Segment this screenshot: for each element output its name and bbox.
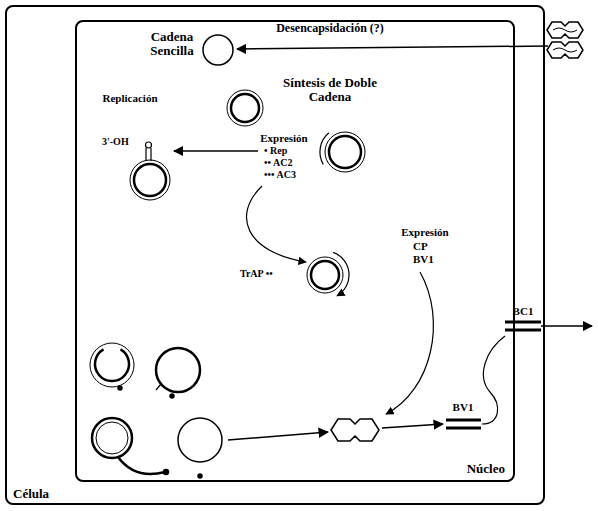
region-name: Célula <box>13 487 49 501</box>
dsdna-circle <box>307 257 343 293</box>
bc1-protein <box>505 321 541 324</box>
dsdna-circle <box>329 136 361 168</box>
terminus-label: 3'-OH <box>102 136 129 147</box>
intermediate-circle <box>90 343 134 387</box>
strand-end <box>198 474 202 478</box>
transcript-arc <box>320 133 329 165</box>
dna-label: Cadena Sencilla <box>136 30 208 59</box>
dsdna-circle <box>227 90 263 126</box>
bc1-protein <box>505 329 541 332</box>
step-label: Replicación <box>103 92 158 104</box>
protein-label: BC1 <box>513 305 534 317</box>
virion <box>547 42 583 58</box>
step-label: Expresión <box>401 226 448 238</box>
dsdna-circle <box>325 132 365 172</box>
expression-arrow <box>174 150 258 152</box>
virion <box>331 419 379 441</box>
region-name: Núcleo <box>467 462 505 476</box>
encapsidation-arrow <box>228 432 328 440</box>
intermediate-strand <box>95 349 129 381</box>
strand-end <box>170 394 174 398</box>
transcription-arc <box>333 252 349 295</box>
movement-path <box>482 336 505 424</box>
step-label: Síntesis de Doble Cadena <box>268 76 392 105</box>
step-label: Expresión <box>260 132 307 144</box>
protein-label: BV1 <box>453 401 474 413</box>
gene-label: • Rep <box>264 145 287 156</box>
gene-label: ••• AC3 <box>264 169 296 180</box>
hairpin <box>146 148 151 161</box>
bv1-protein <box>446 419 481 422</box>
rolling-circle <box>134 164 166 196</box>
bv1-protein <box>446 427 481 430</box>
strand-end <box>164 470 169 475</box>
intermediate-circle <box>156 348 200 392</box>
expression-curve-arrow <box>386 272 433 414</box>
protein-label: TrAP •• <box>240 268 273 279</box>
virion <box>547 22 583 38</box>
gene-label: BV1 <box>413 253 434 265</box>
expression-curve-arrow <box>247 186 306 262</box>
hairpin-loop <box>146 142 152 148</box>
gene-label: CP <box>413 240 428 252</box>
intermediate-tail <box>118 457 165 474</box>
virion-dna <box>553 28 577 32</box>
intermediate-strand <box>156 384 161 390</box>
dsdna-circle <box>231 94 259 122</box>
uncoating-arrow <box>237 46 548 49</box>
ssdna-circle <box>178 418 222 462</box>
gene-label: •• AC2 <box>264 157 292 168</box>
intermediate-circle <box>96 422 128 454</box>
transport-arrow <box>382 424 443 428</box>
intermediate-circle <box>92 418 132 458</box>
dsdna-circle <box>311 261 339 289</box>
exit-arrow <box>541 325 592 327</box>
strand-end <box>118 386 122 390</box>
ssdna-circle <box>203 35 233 65</box>
step-label: Desencapsidación (?) <box>276 22 384 35</box>
virion-dna <box>553 48 577 52</box>
rolling-circle <box>130 160 170 200</box>
cell-boundary: NúcleoCélula <box>5 5 545 505</box>
